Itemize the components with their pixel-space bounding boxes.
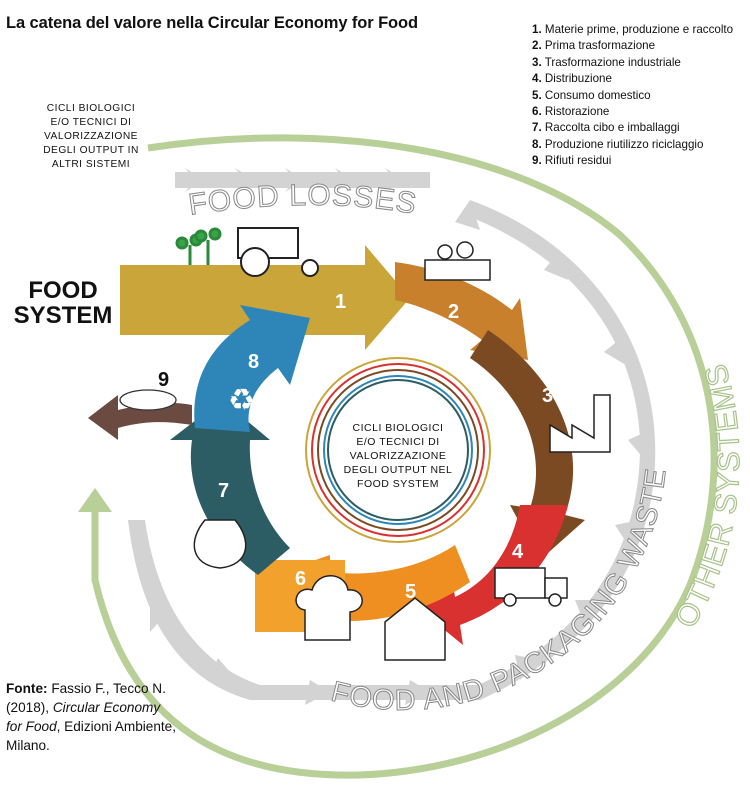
stage-7-number: 7 (218, 480, 229, 502)
legend-item: 3. Trasformazione industriale (532, 55, 681, 69)
food-crate-icon (424, 241, 491, 281)
stage-3-number: 3 (542, 385, 553, 407)
house-icon (384, 597, 446, 661)
legend-item: 4. Distribuzione (532, 72, 612, 86)
legend-item: 9. Rifiuti residui (532, 154, 612, 168)
trash-bag-icon (193, 519, 247, 569)
legend-item: 5. Consumo domestico (532, 88, 651, 102)
waste-pile-icon (119, 389, 177, 411)
legend-item: 7. Raccolta cibo e imballaggi (532, 121, 680, 135)
stage-9-number: 9 (158, 369, 169, 391)
page-title: La catena del valore nella Circular Econ… (6, 14, 418, 32)
svg-text:CICLI BIOLOGICI: CICLI BIOLOGICI (353, 422, 444, 434)
stage-4-number: 4 (512, 541, 524, 563)
chef-hat-icon (295, 575, 363, 641)
stage-9-arrow: 9 (88, 369, 192, 440)
factory-icon (549, 394, 611, 453)
green-arrowhead (78, 488, 112, 512)
legend-item: 6. Ristorazione (532, 105, 610, 119)
gray-chevron-ring (128, 168, 656, 705)
stage-4-arrow: 4 (420, 505, 568, 645)
stage-2-number: 2 (448, 301, 459, 323)
outer-green-cycle (78, 134, 718, 779)
legend-item: 8. Produzione riutilizzo riciclaggio (532, 137, 704, 151)
truck-icon (494, 567, 568, 607)
stage-8-arrow: 8 ♻ (194, 305, 310, 432)
svg-text:FOOD SYSTEM: FOOD SYSTEM (357, 478, 439, 490)
stage-1-arrow: 1 (120, 245, 410, 350)
stage-5-number: 5 (405, 581, 416, 603)
stage-7-arrow: 7 (170, 400, 290, 575)
stage-6-number: 6 (295, 568, 306, 590)
other-systems-label: OTHER SYSTEMS (668, 360, 747, 634)
outer-cycles-label: CICLI BIOLOGICI E/O TECNICI DI VALORIZZA… (43, 103, 139, 170)
food-system-label: FOOD SYSTEM (13, 277, 113, 329)
stage-1-number: 1 (335, 291, 346, 313)
source-citation: Fonte: Fassio F., Tecco N. (2018), Circu… (6, 681, 177, 753)
legend-item: 2. Prima trasformazione (532, 39, 656, 53)
food-losses-label: FOOD LOSSES (186, 179, 419, 222)
svg-text:VALORIZZAZIONE: VALORIZZAZIONE (350, 450, 447, 462)
svg-text:E/O TECNICI DI: E/O TECNICI DI (356, 436, 439, 448)
legend-list: 1. Materie prime, produzione e raccolto … (532, 22, 733, 170)
svg-text:DEGLI OUTPUT NEL: DEGLI OUTPUT NEL (344, 464, 453, 476)
tractor-icon (237, 227, 319, 277)
stage-8-number: 8 (248, 351, 259, 373)
sprout-icon (175, 227, 222, 265)
inner-cycle-rings (305, 357, 491, 543)
inner-cycle-label: CICLI BIOLOGICI E/O TECNICI DI VALORIZZA… (344, 422, 453, 490)
recycle-icon: ♻ (228, 383, 255, 418)
legend-item: 1. Materie prime, produzione e raccolto (532, 23, 734, 36)
stage-3-arrow: 3 (470, 330, 585, 560)
